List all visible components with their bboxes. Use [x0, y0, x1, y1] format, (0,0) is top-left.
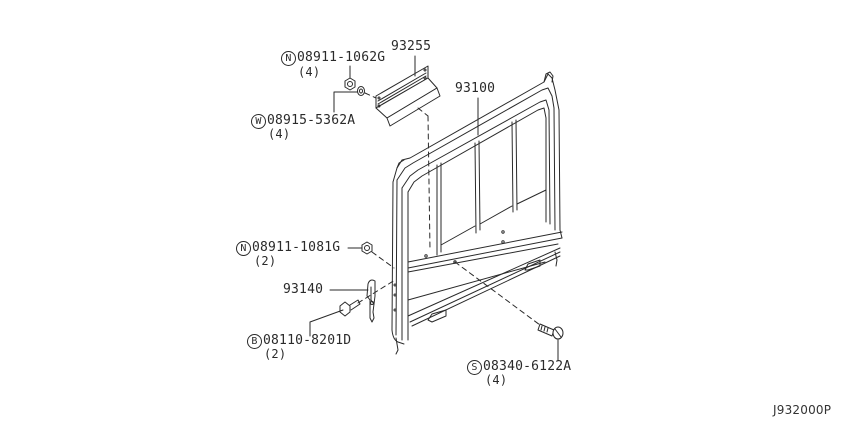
nut-symbol-icon: N: [236, 241, 251, 256]
washer-symbol-icon: W: [251, 114, 266, 129]
hook-93140-drawing: [367, 280, 375, 322]
nut-1062-drawing: [345, 78, 355, 90]
part-label-93100[interactable]: 93100: [455, 82, 495, 96]
part-number: 08911-1081G: [252, 240, 341, 255]
part-number: 08340-6122A: [483, 359, 572, 374]
bracket-93255-drawing: [376, 66, 440, 126]
part-number: 08911-1062G: [297, 50, 386, 65]
part-number: 93255: [391, 39, 432, 54]
part-qty-08911-1062G: (4): [298, 65, 321, 79]
part-qty-08110-8201D: (2): [264, 347, 287, 361]
part-qty-08340-6122A: (4): [485, 373, 508, 387]
screw-6122-drawing: [538, 324, 563, 339]
nut-symbol-icon: N: [281, 51, 296, 66]
part-label-93140[interactable]: 93140: [283, 283, 323, 297]
bolt-8201-drawing: [340, 300, 360, 316]
part-label-93255[interactable]: 93255: [391, 40, 431, 54]
assembly-dashed-lines: [358, 93, 540, 325]
screw-symbol-icon: S: [467, 360, 482, 375]
bolt-symbol-icon: B: [247, 334, 262, 349]
nut-1081-drawing: [362, 242, 372, 254]
part-number: 93140: [283, 282, 324, 297]
part-number: 08915-5362A: [267, 113, 356, 128]
diagram-code: J932000P: [773, 403, 832, 417]
part-qty-08915-5362A: (4): [268, 127, 291, 141]
part-qty-08911-1081G: (2): [254, 254, 277, 268]
leader-lines: [310, 56, 558, 360]
part-number: 08110-8201D: [263, 333, 352, 348]
frame-93100-drawing: [392, 72, 562, 354]
part-number: 93100: [455, 81, 496, 96]
washer-5362-drawing: [358, 87, 365, 96]
